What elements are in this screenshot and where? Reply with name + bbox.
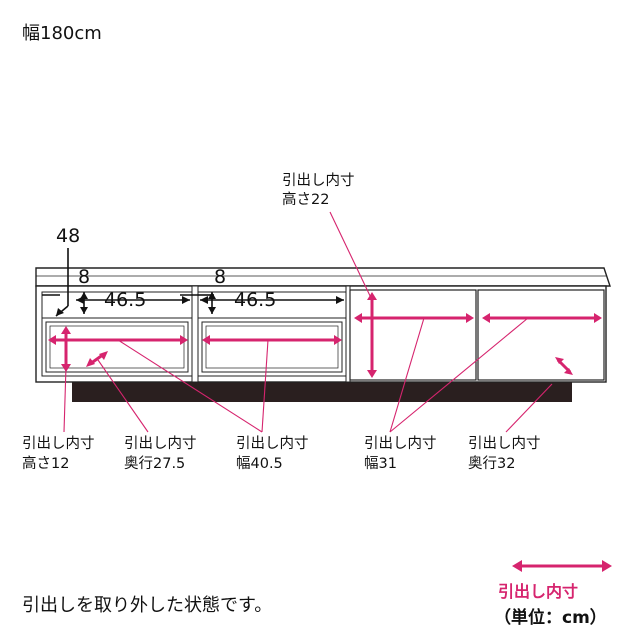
label-5-line1: 引出し内寸 xyxy=(468,436,541,452)
dim-8-right: 8 xyxy=(214,266,226,288)
label-2-line1: 引出し内寸 xyxy=(124,436,197,452)
dim-46-5-right: 46.5 xyxy=(234,289,276,311)
label-1-line1: 引出し内寸 xyxy=(22,436,95,452)
label-2-line2: 奥行27.5 xyxy=(124,456,186,472)
legend-unit: （単位：cm） xyxy=(494,608,607,628)
label-4-line2: 幅31 xyxy=(364,456,397,472)
label-3-line1: 引出し内寸 xyxy=(236,436,309,452)
top-board xyxy=(35,267,611,287)
caption: 引出しを取り外した状態です。 xyxy=(22,595,273,616)
label-5-line2: 奥行32 xyxy=(468,456,516,472)
label-4-line1: 引出し内寸 xyxy=(364,436,437,452)
plinth xyxy=(72,380,572,402)
drawer-front-right xyxy=(477,289,605,381)
drawer-front-left xyxy=(349,289,477,381)
label-drawer-height-22-line2: 高さ22 xyxy=(282,192,330,208)
legend-label: 引出し内寸 xyxy=(498,582,579,601)
label-3-line2: 幅40.5 xyxy=(236,456,283,472)
dim-8-left: 8 xyxy=(78,266,90,288)
page-title: 幅180cm xyxy=(22,23,102,44)
dim-48: 48 xyxy=(56,225,80,247)
label-1-line2: 高さ12 xyxy=(22,456,70,472)
dim-46-5-left: 46.5 xyxy=(104,289,146,311)
label-drawer-height-22-line1: 引出し内寸 xyxy=(282,173,355,189)
